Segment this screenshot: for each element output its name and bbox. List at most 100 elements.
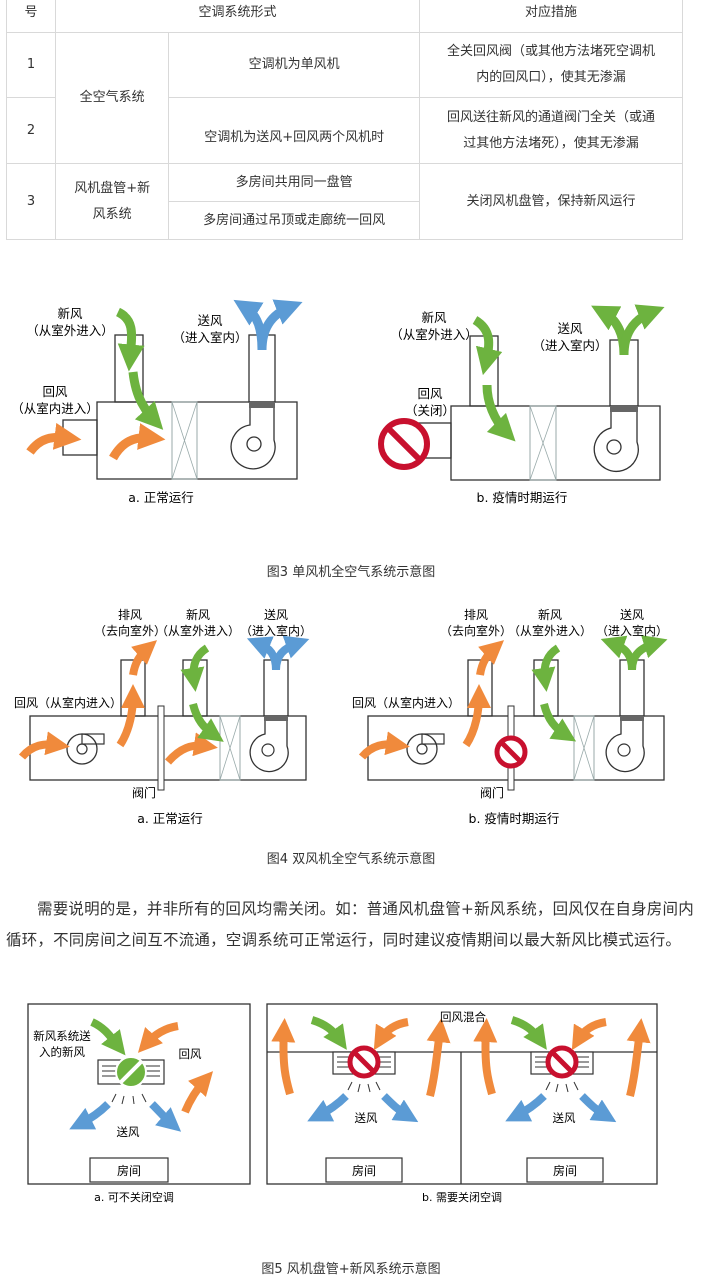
filter-coil xyxy=(573,715,595,781)
fig5-caption: 图5 风机盘管+新风系统示意图 xyxy=(261,1262,441,1277)
fig5-panel-a: 新风系统送 入的新风 回风 送风 房间 a. 可不关闭空调 xyxy=(27,1003,251,1204)
fresh-air-arrow-icon xyxy=(472,316,503,376)
fig4a-return: 回风（从室内进入） xyxy=(14,695,122,710)
fig3a-supply-l1: 送风 xyxy=(197,313,223,328)
supply-air-arrow-icon xyxy=(257,299,303,351)
fig3-panel-b: 新风 （从室外进入） 送风 （进入室内） 回风 （关闭） b. 疫情时期运行 xyxy=(378,304,665,505)
row2-measure: 回风送往新风的通道阀门全关（或通过其他方法堵死），使其无渗漏 xyxy=(419,97,683,164)
fig4a-label: a. 正常运行 xyxy=(137,811,203,826)
fig4a-exhaust-l1: 排风 xyxy=(118,608,142,622)
body-paragraph: 需要说明的是，并非所有的回风均需关闭。如：普通风机盘管+新风系统，回风仅在自身房… xyxy=(6,900,694,949)
fresh-air-arrow-icon xyxy=(90,1018,126,1056)
fig3a-label: a. 正常运行 xyxy=(128,490,194,505)
fig4a-exhaust-l2: （去向室外） xyxy=(94,623,166,638)
header-measure: 对应措施 xyxy=(419,0,683,33)
fig4a-supply-l2: （进入室内） xyxy=(240,623,312,638)
row2-sub: 空调机为送风+回风两个风机时 xyxy=(168,97,420,164)
fig4b-supply-l1: 送风 xyxy=(620,607,644,622)
fig3b-return-l1: 回风 xyxy=(417,386,443,401)
fig5a-label: a. 可不关闭空调 xyxy=(94,1190,174,1204)
fig5-panel-b: 回风混合 送风 送风 房间 房间 b. 需要关闭空调 xyxy=(266,1003,658,1204)
fig4b-return: 回风（从室内进入） xyxy=(352,695,460,710)
fresh-air-arrow-icon xyxy=(189,702,224,742)
header-system: 空调系统形式 xyxy=(55,0,420,33)
fresh-air-arrow-icon xyxy=(482,384,516,442)
supply-air-arrow-icon xyxy=(628,635,668,671)
fig5b-supply-left: 送风 xyxy=(355,1111,378,1125)
return-air-arrow-icon xyxy=(164,732,218,765)
fig3b-supply-l2: （进入室内） xyxy=(532,338,607,353)
fig5b-label: b. 需要关闭空调 xyxy=(422,1190,502,1204)
fig5a-return: 回风 xyxy=(179,1047,202,1061)
table-row: 多房间通过吊顶或走廊统一回风 xyxy=(7,201,683,240)
fresh-air-arrow-icon xyxy=(128,371,164,430)
fresh-air-arrow-icon xyxy=(540,702,577,742)
room-outline xyxy=(27,1003,251,1185)
fig3a-fresh-l1: 新风 xyxy=(57,306,83,321)
return-air-arrow-icon xyxy=(109,423,166,461)
centrifugal-fan-icon xyxy=(230,408,276,470)
fig4a-fresh-l2: （从室外进入） xyxy=(156,623,240,638)
row3-sub-a: 多房间共用同一盘管 xyxy=(168,163,420,202)
fig3b-fresh-l2: （从室外进入） xyxy=(390,327,478,342)
fan-outlet xyxy=(610,406,638,412)
return-air-arrow-icon xyxy=(426,1018,451,1097)
fig4b-supply-l2: （进入室内） xyxy=(596,623,668,638)
supply-air-arrow-icon xyxy=(307,1093,349,1122)
table-row: 1 全空气系统 空调机为单风机 全关回风阀（或其他方法堵死空调机内的回风口），使… xyxy=(6,32,683,164)
fig4b-fresh-l2: （从室外进入） xyxy=(508,623,592,638)
fig5a-room: 房间 xyxy=(117,1163,141,1178)
fig3a-fresh-l2: （从室外进入） xyxy=(26,323,114,338)
fig5b-room-right: 房间 xyxy=(553,1163,577,1178)
supply-air-arrow-icon xyxy=(619,304,665,356)
fig4b-exhaust-l2: （去向室外） xyxy=(440,623,512,638)
fig3-caption: 图3 单风机全空气系统示意图 xyxy=(266,565,436,580)
return-air-arrow-icon xyxy=(137,1022,179,1053)
figure-4: 排风 （去向室外） 新风 （从室外进入） 送风 （进入室内） 回风（从室内进入）… xyxy=(14,607,668,826)
fig4b-label: b. 疫情时期运行 xyxy=(469,811,560,826)
supply-fan-icon xyxy=(249,721,289,773)
fig4b-exhaust-l1: 排风 xyxy=(464,608,488,622)
table-row: 3 风机盘管+新风系统 多房间共用同一盘管 关闭风机盘管，保持新风运行 xyxy=(6,163,683,240)
fig3b-label: b. 疫情时期运行 xyxy=(477,490,568,505)
fig3b-fresh-l1: 新风 xyxy=(421,310,447,325)
table-header-row: 号 空调系统形式 对应措施 xyxy=(6,0,683,33)
table-row: 2 空调机为送风+回风两个风机时 回风送往新风的通道阀门全关（或通过其他方法堵死… xyxy=(6,97,683,164)
figure-3: 新风 （从室外进入） 送风 （进入室内） 回风 （从室内进入） a. 正常运行 … xyxy=(11,299,665,505)
fig3-panel-a: 新风 （从室外进入） 送风 （进入室内） 回风 （从室内进入） a. 正常运行 xyxy=(11,299,303,505)
return-air-arrow-icon xyxy=(473,1018,498,1096)
room-box xyxy=(325,1157,403,1183)
exhaust-arrow-icon xyxy=(462,684,491,748)
fresh-air-arrow-icon xyxy=(310,1016,347,1050)
row2-num: 2 xyxy=(6,97,56,164)
row1-num: 1 xyxy=(6,32,56,98)
figure-5: 新风系统送 入的新风 回风 送风 房间 a. 可不关闭空调 回风混合 xyxy=(27,1003,658,1204)
fig4-panel-b: 排风 （去向室外） 新风 （从室外进入） 送风 （进入室内） 回风（从室内进入）… xyxy=(352,607,668,826)
supply-air-arrow-icon xyxy=(381,1093,419,1123)
room-box xyxy=(89,1157,169,1183)
return-air-arrow-icon xyxy=(626,1018,651,1097)
measures-table: 号 空调系统形式 对应措施 1 全空气系统 空调机为单风机 全关回风阀（或其他方… xyxy=(6,0,683,240)
fresh-air-arrow-icon xyxy=(115,307,145,372)
building-outline xyxy=(266,1003,658,1185)
return-air-arrow-icon xyxy=(358,731,410,760)
filter-coil xyxy=(171,401,198,480)
row3-system: 风机盘管+新风系统 xyxy=(54,163,170,240)
fresh-air-arrow-icon xyxy=(180,644,210,692)
return-air-arrow-icon xyxy=(271,1018,296,1096)
supply-air-arrow-icon xyxy=(579,1093,617,1123)
supply-air-arrow-icon xyxy=(272,635,310,671)
row3-num: 3 xyxy=(6,163,56,240)
fig5a-fresh-l1: 新风系统送 xyxy=(33,1029,91,1043)
fig5a-fresh-l2: 入的新风 xyxy=(39,1045,85,1059)
header-num: 号 xyxy=(6,0,56,33)
fig3b-supply-l1: 送风 xyxy=(557,321,583,336)
centrifugal-fan-icon xyxy=(593,412,639,473)
fig5b-mix: 回风混合 xyxy=(440,1010,486,1024)
fan-outlet xyxy=(249,402,275,408)
fig4a-supply-l1: 送风 xyxy=(264,607,288,622)
fig4a-fresh-l1: 新风 xyxy=(186,607,210,622)
fig4a-valve: 阀门 xyxy=(132,785,156,800)
supply-air-arrow-icon xyxy=(69,1101,111,1130)
fig5b-room-left: 房间 xyxy=(352,1163,376,1178)
